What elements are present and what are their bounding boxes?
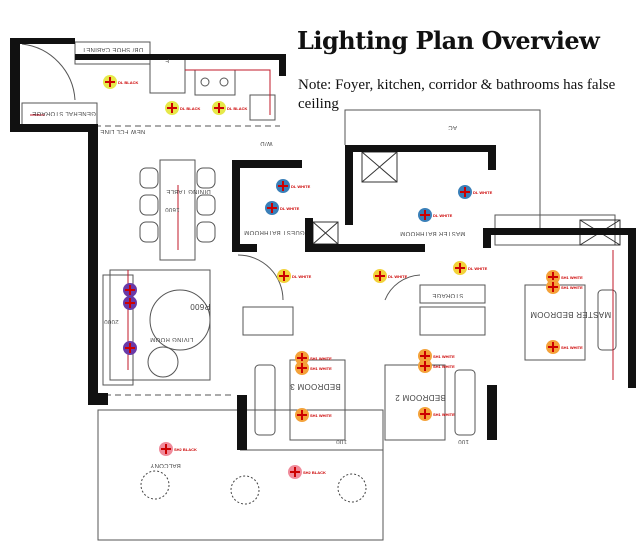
light-fixture-icon	[418, 359, 432, 373]
light-fixture-icon	[103, 75, 117, 89]
light-fixture-icon	[123, 296, 137, 310]
master-bedroom-label: MASTER BEDROOM	[530, 310, 612, 319]
fan-radius-label: R600	[190, 302, 211, 311]
general-storage-label: GENERAL STORAGE	[32, 110, 96, 116]
fridge	[149, 57, 186, 94]
light-type-label: DL WHITE	[468, 266, 488, 271]
light-fixture-icon	[373, 269, 387, 283]
dining-table	[159, 159, 196, 261]
light-fixture-icon	[418, 208, 432, 222]
light-type-label: DL BLACK	[227, 106, 248, 111]
light-fixture-icon	[288, 465, 302, 479]
shoe-cabinet	[74, 41, 151, 65]
light-type-label: SH2 BLACK	[174, 447, 197, 452]
ceiling-fan	[149, 289, 211, 351]
wd-label: W/D	[260, 140, 273, 146]
light-fixture-icon	[265, 201, 279, 215]
light-type-label: DL WHITE	[291, 184, 311, 189]
light-type-label: SH1 WHITE	[433, 354, 455, 359]
living-room-label: LIVING ROOM	[150, 336, 194, 342]
light-type-label: SH1 WHITE	[433, 412, 455, 417]
bedroom-2-label: BEDROOM 2	[395, 393, 446, 402]
light-fixture-icon	[123, 283, 137, 297]
shoe-cabinet-label: DB/ SHOE CABINET	[82, 46, 144, 52]
light-type-label: SH1 WHITE	[561, 275, 583, 280]
storage	[419, 284, 486, 304]
light-type-label: SH1 WHITE	[561, 285, 583, 290]
ceiling-note: Note: Foyer, kitchen, corridor & bathroo…	[298, 77, 616, 112]
light-type-label: DL WHITE	[292, 274, 312, 279]
master-bathroom-label: MASTER BATHROOM	[400, 230, 466, 236]
light-fixture-icon	[546, 340, 560, 354]
light-fixture-icon	[453, 261, 467, 275]
dining-table-label: DINING TABLE	[166, 188, 211, 194]
storage-label: STORAGE	[432, 292, 464, 298]
dim-100-b: 100	[458, 438, 469, 444]
light-fixture-icon	[295, 408, 309, 422]
light-type-label: SH1 WHITE	[310, 356, 332, 361]
light-fixture-icon	[546, 280, 560, 294]
page-title: Lighting Plan Overview	[297, 26, 600, 55]
light-type-label: SH1 WHITE	[561, 345, 583, 350]
bedroom-3-label: BEDROOM 3	[290, 382, 341, 391]
light-type-label: SH1 WHITE	[310, 366, 332, 371]
light-fixture-icon	[159, 442, 173, 456]
light-type-label: DL WHITE	[388, 274, 408, 279]
light-type-label: SH1 WHITE	[310, 413, 332, 418]
light-fixture-icon	[277, 269, 291, 283]
light-fixture-icon	[165, 101, 179, 115]
light-type-label: DL BLACK	[180, 106, 201, 111]
dim-100-a: 100	[336, 438, 347, 444]
dining-dim-label: 1600	[165, 206, 180, 212]
light-fixture-icon	[418, 407, 432, 421]
light-fixture-icon	[276, 179, 290, 193]
light-fixture-icon	[295, 361, 309, 375]
light-fixture-icon	[123, 341, 137, 355]
light-fixture-icon	[458, 185, 472, 199]
light-fixture-icon	[212, 101, 226, 115]
guest-bathroom-label: GUEST BATHROOM	[244, 229, 305, 235]
ac-label: AC	[448, 124, 457, 130]
living-dim-label: 2000	[104, 318, 119, 324]
light-type-label: DL WHITE	[473, 190, 493, 195]
light-type-label: DL BLACK	[118, 80, 139, 85]
light-type-label: DL WHITE	[280, 206, 300, 211]
fcl-line-label: NEW FCL LINE	[100, 128, 146, 134]
fridge-label: F	[165, 57, 169, 63]
light-type-label: DL WHITE	[433, 213, 453, 218]
sink	[249, 94, 276, 121]
balcony-label: BALCONY	[150, 462, 181, 468]
light-type-label: SH2 BLACK	[303, 470, 326, 475]
light-type-label: SH1 WHITE	[433, 364, 455, 369]
